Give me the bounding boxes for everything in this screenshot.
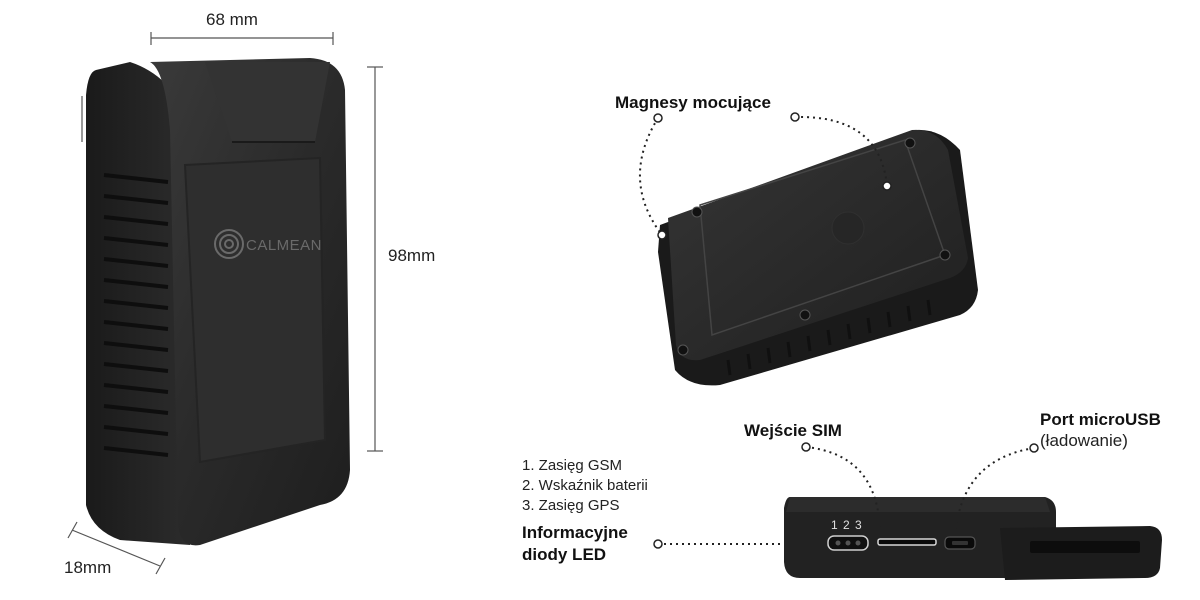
callout-dot-icon [790, 112, 800, 122]
dimension-depth-label: 18mm [64, 558, 112, 577]
screw-icon [904, 137, 916, 149]
led-legend-item: 3. Zasięg GPS [522, 497, 620, 514]
device-back-plate [668, 129, 968, 361]
led-label-line-1: Informacyjne [522, 523, 628, 542]
screw-icon [691, 206, 703, 218]
magnet-icon [831, 211, 865, 245]
screw-icon [677, 344, 689, 356]
led-icon [845, 540, 851, 546]
device-top-notch [205, 62, 330, 142]
brand-logo-icon [214, 229, 244, 259]
magnets-callout-lines [639, 115, 888, 236]
led-label-line-2: diody LED [522, 545, 607, 564]
led-numbers: 1 2 3 [831, 518, 863, 532]
led-icon [855, 540, 861, 546]
callout-dot-icon [882, 181, 892, 191]
brand-logo-text: CALMEAN [246, 237, 322, 254]
led-legend-item: 2. Wskaźnik baterii [522, 477, 648, 494]
led-legend-item: 1. Zasięg GSM [522, 457, 623, 474]
usb-label: Port microUSB [1040, 410, 1161, 429]
usb-port-tongue [952, 541, 968, 545]
screw-icon [799, 309, 811, 321]
device-strap-slot [1030, 541, 1140, 553]
led-icon [835, 540, 841, 546]
dimension-height-line [367, 66, 383, 452]
magnets-label: Magnesy mocujące [615, 93, 771, 112]
sim-label: Wejście SIM [744, 421, 842, 440]
dimension-width-label: 68 mm [206, 10, 258, 29]
callout-dot-icon [653, 539, 663, 549]
led-label: Informacyjne diody LED [522, 522, 628, 566]
screw-icon [939, 249, 951, 261]
device-end-top [786, 497, 1050, 512]
led-legend: 1. Zasięg GSM 2. Wskaźnik baterii 3. Zas… [522, 456, 648, 516]
device-back-ribs [726, 299, 932, 376]
device-side-ribs [103, 173, 169, 457]
dimension-height-label: 98mm [388, 246, 436, 265]
ports-callout-lines [658, 446, 1035, 545]
callout-dot-icon [801, 442, 811, 452]
callout-dot-icon [1029, 443, 1039, 453]
callout-dot-icon [653, 113, 663, 123]
device-end-body [784, 497, 1056, 578]
usb-sublabel: (ładowanie) [1040, 431, 1128, 450]
callout-dot-icon [657, 230, 667, 240]
sim-slot [877, 538, 937, 546]
dimension-width-line [150, 32, 334, 45]
dimension-depth-line [67, 521, 166, 575]
